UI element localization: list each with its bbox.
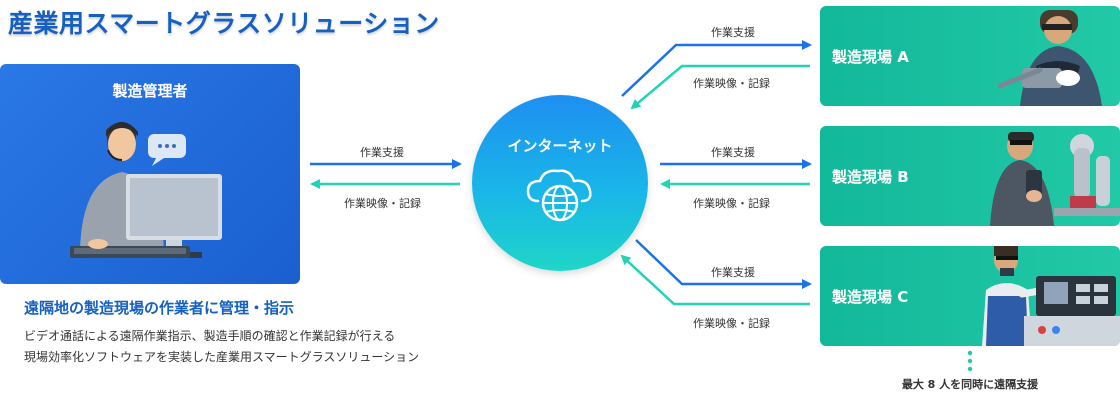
hub-label: インターネット <box>507 137 613 155</box>
label-video-site-c: 作業映像・記録 <box>693 317 770 330</box>
site-a-panel: 製造現場 A <box>820 6 1120 106</box>
arrow-site-a-to-hub <box>630 64 810 110</box>
site-b-panel: 製造現場 B <box>820 126 1120 226</box>
internet-hub: インターネット <box>472 95 648 271</box>
arrow-hub-to-site-a <box>621 40 812 97</box>
label-video-site-b: 作業映像・記録 <box>693 197 770 210</box>
description-line-2: 現場効率化ソフトウェアを実装した産業用スマートグラスソリューション <box>24 350 420 364</box>
site-a-label: 製造現場 A <box>832 48 909 66</box>
label-support-site-b: 作業支援 <box>711 146 755 159</box>
arrow-hub-to-site-c <box>635 239 812 289</box>
worker-b-illustration <box>990 132 1120 226</box>
site-c-label: 製造現場 C <box>832 288 909 306</box>
label-support-site-c: 作業支援 <box>711 266 755 279</box>
label-video-site-a: 作業映像・記録 <box>693 77 770 90</box>
worker-a-illustration <box>997 10 1102 106</box>
footnote: 最大 8 人を同時に遠隔支援 <box>901 378 1039 391</box>
manager-illustration <box>70 122 222 258</box>
description-line-1: ビデオ通話による遠隔作業指示、製造手順の確認と作業記録が行える <box>24 329 396 343</box>
label-video-manager: 作業映像・記録 <box>344 197 421 210</box>
subtitle: 遠隔地の製造現場の作業者に管理・指示 <box>24 299 295 317</box>
cloud-globe-icon <box>526 169 592 222</box>
label-support-manager: 作業支援 <box>360 146 404 159</box>
site-b-label: 製造現場 B <box>832 168 909 186</box>
site-c-panel: 製造現場 C <box>820 246 1120 346</box>
label-support-site-a: 作業支援 <box>711 26 755 39</box>
manager-panel: 製造管理者 <box>0 64 300 284</box>
worker-c-illustration <box>982 246 1120 346</box>
more-sites-dots <box>967 350 973 372</box>
arrow-site-c-to-hub <box>620 254 810 306</box>
manager-label: 製造管理者 <box>112 82 188 100</box>
page-title: 産業用スマートグラスソリューション <box>8 9 440 38</box>
